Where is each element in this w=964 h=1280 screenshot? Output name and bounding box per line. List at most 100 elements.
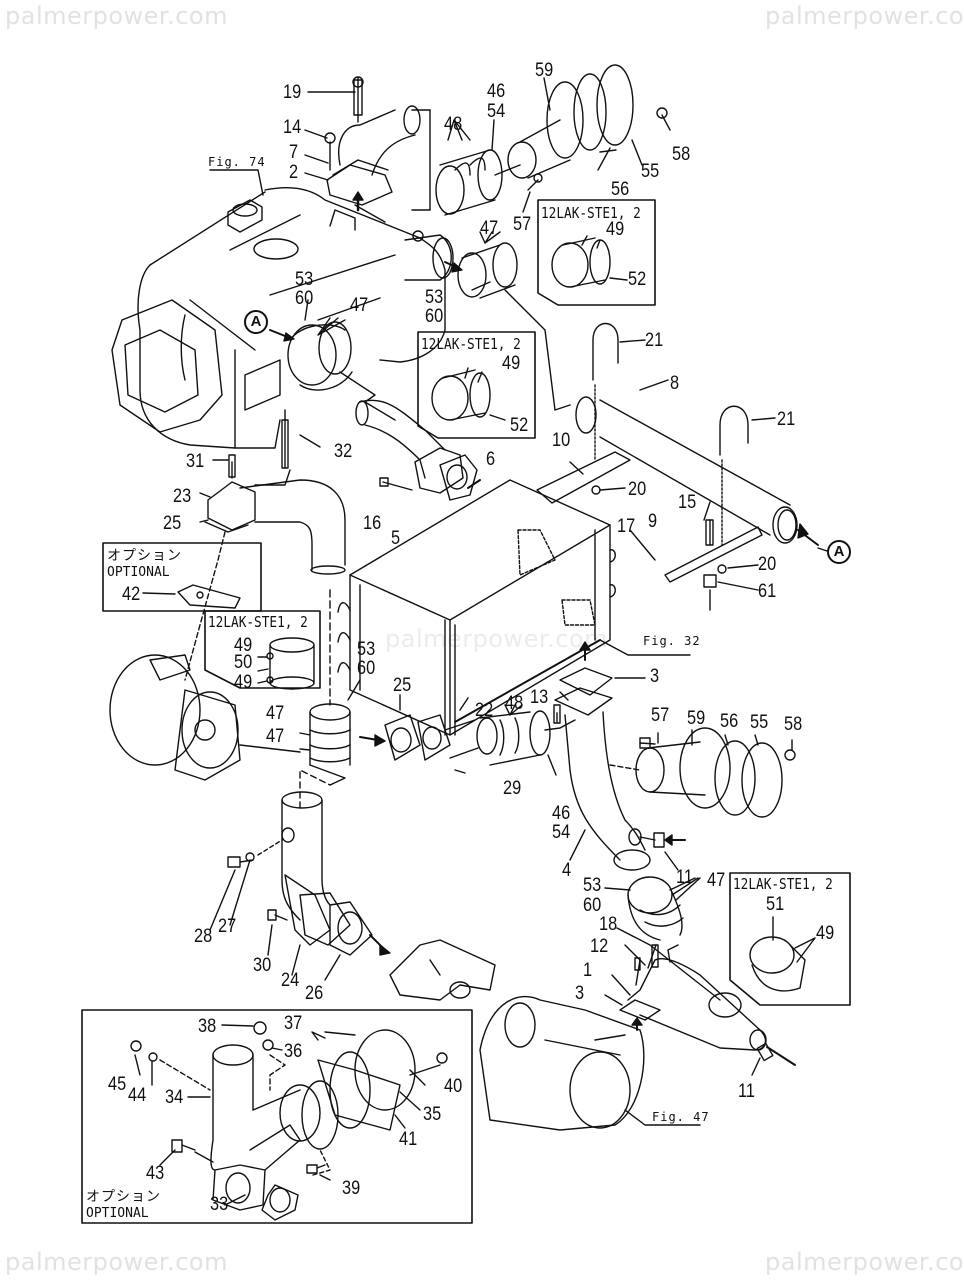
callout-11-lower: 11: [738, 1081, 755, 1102]
callout-47-center-lower: 47: [266, 726, 285, 747]
callout-47-engine: 47: [350, 295, 369, 316]
callout-11-upper: 11: [676, 867, 693, 888]
callout-23: 23: [173, 486, 192, 507]
callout-4: 4: [562, 860, 572, 881]
variant-box-3-title: 12LAK-STE1, 2: [208, 613, 308, 631]
callout-51-box4: 51: [766, 894, 785, 915]
callout-56-top: 56: [611, 179, 630, 200]
fig-ref-47: Fig. 47: [652, 1110, 710, 1124]
elbow-part-23: [184, 409, 346, 681]
callout-13: 13: [530, 687, 549, 708]
callout-59-lower: 59: [687, 708, 706, 729]
callout-21-left: 21: [645, 330, 664, 351]
callout-47-lower-right: 47: [707, 870, 726, 891]
callout-25-lower: 25: [393, 675, 412, 696]
callout-48-lower: 48: [505, 693, 524, 714]
optional-small-title-jp: オプション: [107, 548, 182, 564]
variant-box-4: [729, 872, 851, 1006]
watermark-top-left: palmerpower.com: [5, 2, 228, 30]
callout-49-box3-bottom: 49: [234, 672, 253, 693]
callout-61: 61: [758, 581, 777, 602]
flange-assembly-lower: [609, 727, 796, 818]
variant-box-3: [204, 610, 321, 690]
callout-60-top-right: 60: [425, 306, 444, 327]
callout-16: 16: [363, 513, 382, 534]
callout-56-lower: 56: [720, 711, 739, 732]
intercooler-fig32: [337, 479, 691, 736]
variant-box-2: [417, 331, 536, 439]
watermark-center: palmerpower.com: [385, 625, 608, 653]
callout-31: 31: [186, 451, 205, 472]
callout-3-lower: 3: [575, 983, 585, 1004]
callout-58-lower: 58: [784, 714, 803, 735]
callout-57-top: 57: [513, 214, 532, 235]
callout-19: 19: [283, 82, 302, 103]
callout-52-box1: 52: [628, 269, 647, 290]
variant-box-1: [537, 199, 656, 306]
callout-59-top: 59: [535, 60, 554, 81]
fig-ref-32: Fig. 32: [643, 634, 701, 648]
fig-ref-74: Fig. 74: [208, 155, 266, 169]
callout-40: 40: [444, 1076, 463, 1097]
callout-32: 32: [334, 441, 353, 462]
callout-5: 5: [391, 528, 401, 549]
callout-41: 41: [399, 1129, 418, 1150]
flange-gasket-22: [384, 694, 576, 776]
callout-9: 9: [648, 511, 658, 532]
callout-49-box1: 49: [606, 219, 625, 240]
callout-60-center: 60: [357, 658, 376, 679]
callout-45: 45: [108, 1074, 127, 1095]
optional-large-title-jp: オプション: [86, 1189, 161, 1205]
callout-44: 44: [128, 1085, 147, 1106]
callout-49-box4: 49: [816, 923, 835, 944]
callout-54-top: 54: [487, 101, 506, 122]
callout-36: 36: [284, 1041, 303, 1062]
callout-6: 6: [486, 449, 496, 470]
callout-58-top: 58: [672, 144, 691, 165]
optional-box-large: [81, 1009, 473, 1224]
callout-34: 34: [165, 1087, 184, 1108]
callout-10: 10: [552, 430, 571, 451]
optional-large-title-en: OPTIONAL: [86, 1206, 149, 1221]
turbocharger-fig47: [479, 995, 701, 1131]
callout-28: 28: [194, 926, 213, 947]
callout-7: 7: [289, 142, 299, 163]
optional-box-small: [102, 542, 262, 612]
pipe-part-8: [575, 379, 819, 546]
callout-60-engine: 60: [295, 288, 314, 309]
callout-53-center: 53: [357, 639, 376, 660]
callout-54-lower: 54: [552, 822, 571, 843]
callout-55-lower: 55: [750, 712, 769, 733]
callout-53-engine: 53: [295, 269, 314, 290]
callout-53-top-right: 53: [425, 287, 444, 308]
callout-2: 2: [289, 162, 299, 183]
watermark-top-right: palmerpower.com: [765, 2, 964, 30]
callout-57-lower: 57: [651, 705, 670, 726]
callout-3-upper: 3: [650, 666, 660, 687]
connection-marker-a-left: A: [244, 310, 268, 334]
callout-18: 18: [599, 914, 618, 935]
callout-20-upper: 20: [628, 479, 647, 500]
callout-49-box3-top: 49: [234, 635, 253, 656]
callout-26: 26: [305, 983, 324, 1004]
callout-8: 8: [670, 373, 680, 394]
callout-49-box2: 49: [502, 353, 521, 374]
elbow-part-7: [324, 76, 421, 212]
brackets: [536, 451, 763, 611]
pipe-part-4: [553, 641, 686, 871]
callout-37: 37: [284, 1013, 303, 1034]
callout-60-lower-right: 60: [583, 895, 602, 916]
turbo-housing-left: [109, 654, 301, 781]
callout-29: 29: [503, 778, 522, 799]
u-bolts: [592, 323, 776, 546]
watermark-bottom-right: palmerpower.com: [765, 1248, 964, 1276]
pipe-part-5: [355, 399, 481, 501]
engine-block: [111, 187, 454, 449]
callout-20-lower: 20: [758, 554, 777, 575]
callout-17: 17: [617, 516, 636, 537]
callout-53-lower-right: 53: [583, 875, 602, 896]
callout-46-lower: 46: [552, 803, 571, 824]
callout-21-right: 21: [777, 409, 796, 430]
watermark-bottom-left: palmerpower.com: [5, 1248, 228, 1276]
